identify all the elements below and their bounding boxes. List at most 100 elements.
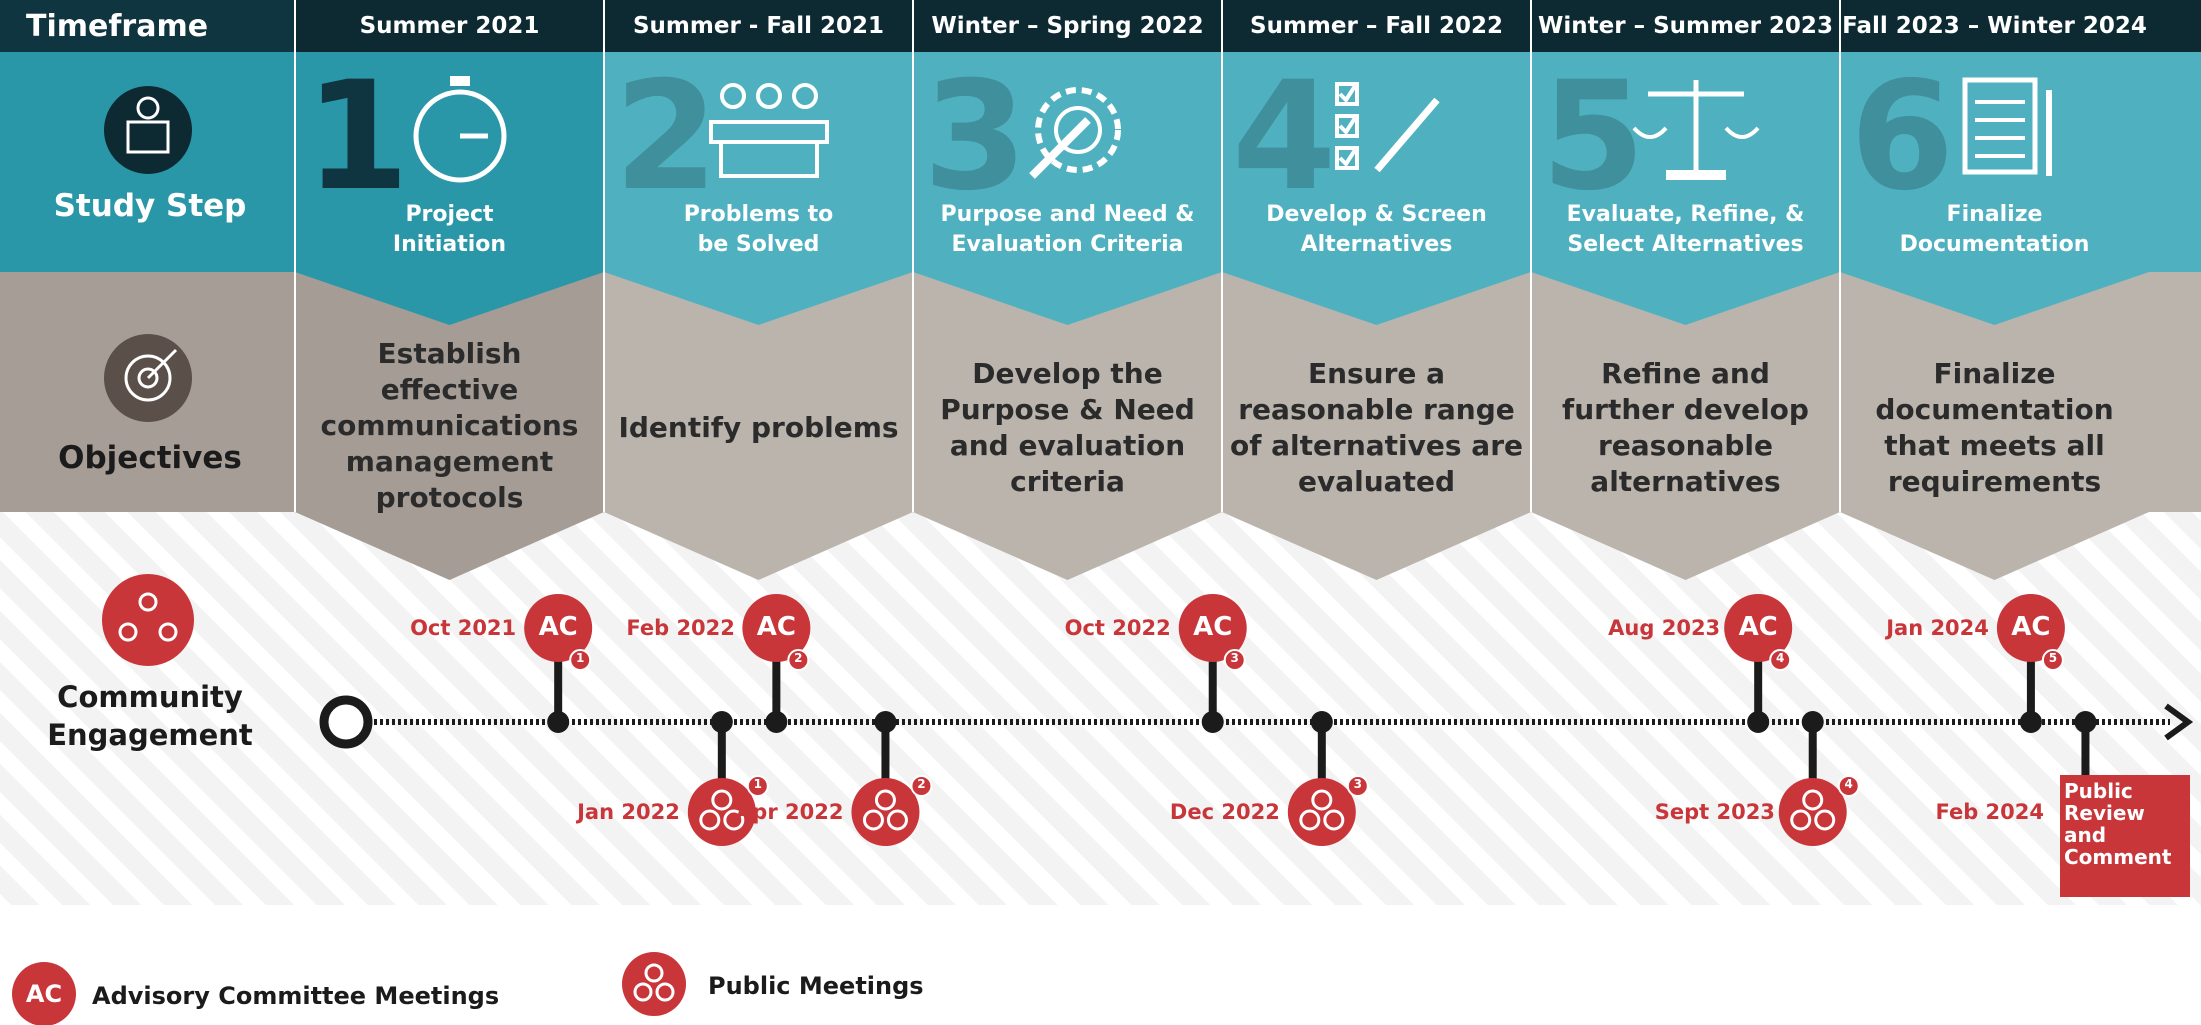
public-review-line: Comment xyxy=(2064,845,2172,869)
ac-badge-label-4: AC xyxy=(1738,612,1778,642)
ac-number-bubble-1 xyxy=(569,649,592,671)
people-icon-3-3 xyxy=(1323,809,1345,831)
ac-dot-5 xyxy=(2019,711,2042,733)
legend-ac-label: Advisory Committee Meetings xyxy=(92,982,500,1010)
step-chevron-2 xyxy=(604,52,913,325)
ac-dot-3 xyxy=(1201,711,1224,733)
pm-date-2: Apr 2022 xyxy=(736,800,844,824)
scale-pan-right xyxy=(1724,126,1760,139)
ac-number-bubble-2 xyxy=(787,649,810,671)
step-title-line: Problems to xyxy=(683,202,834,227)
people-icon-1-1 xyxy=(711,789,733,811)
objective-line: management xyxy=(345,445,554,478)
pm-number-2: 2 xyxy=(917,777,926,791)
pencil-shaft xyxy=(1374,97,1440,173)
step-title-line: Select Alternatives xyxy=(1567,232,1804,257)
people-icon-1-2 xyxy=(699,809,721,831)
timeframe-5: Winter – Summer 2023 xyxy=(1538,13,1833,39)
document-pen-icon xyxy=(1962,77,2052,176)
pm-date-3: Dec 2022 xyxy=(1169,800,1280,824)
checkmark-3 xyxy=(1338,148,1357,168)
gear-wrench-icon xyxy=(1029,87,1121,179)
target-center-icon xyxy=(137,367,159,389)
legend-people-icon-1 xyxy=(644,963,664,983)
objective-chevron-2 xyxy=(604,272,913,580)
header-label-cell xyxy=(0,0,295,52)
ac-badge-5 xyxy=(1996,594,2065,662)
target-icon xyxy=(124,354,172,402)
checklist-pencil-icon xyxy=(1335,82,1440,173)
person-icon-top xyxy=(138,592,158,612)
ac-dot-1 xyxy=(547,711,570,733)
pm-number-bubble-4 xyxy=(1837,775,1860,797)
step-title-5: Evaluate, Refine, &Select Alternatives xyxy=(1531,200,1840,260)
public-review-date: Feb 2024 xyxy=(1935,800,2044,824)
step-title-line: Documentation xyxy=(1899,232,2090,257)
checkbox-2 xyxy=(1335,114,1359,138)
step-title-line: be Solved xyxy=(697,232,820,257)
objective-line: Ensure a xyxy=(1307,357,1446,390)
people-icon-4-2 xyxy=(1790,809,1812,831)
pm-number-1: 1 xyxy=(753,777,762,791)
pm-dot-1 xyxy=(710,711,733,733)
people-icon-4-3 xyxy=(1814,809,1836,831)
community-engagement-line-2: Engagement xyxy=(47,718,253,752)
objective-line: communications xyxy=(320,409,579,442)
checkbox-1 xyxy=(1335,82,1359,106)
edge-taupe-panel xyxy=(2149,272,2201,512)
timeframe-3: Winter – Spring 2022 xyxy=(931,13,1204,39)
ac-badge-label-5: AC xyxy=(2011,612,2051,642)
public-review-line: Public xyxy=(2064,779,2133,803)
people-icon-2-3 xyxy=(886,809,908,831)
pm-date-1: Jan 2022 xyxy=(577,800,680,824)
objective-chevron-4 xyxy=(1222,272,1531,580)
objective-chevron-5 xyxy=(1531,272,1840,580)
step-chevron-1 xyxy=(295,52,604,325)
person-head-2 xyxy=(756,83,782,109)
ac-date-3: Oct 2022 xyxy=(1064,616,1171,640)
objective-line: Establish xyxy=(377,337,522,370)
objective-line: documentation xyxy=(1875,393,2114,426)
objective-line: evaluated xyxy=(1298,465,1455,498)
legend-ac-badge-label: AC xyxy=(25,980,63,1008)
step-title-3: Purpose and Need & Evaluation Criteria xyxy=(913,200,1222,260)
scale-base xyxy=(1666,170,1726,180)
ac-number-3: 3 xyxy=(1230,651,1239,665)
objective-line: Develop the xyxy=(972,357,1163,390)
stopwatch-face xyxy=(413,89,507,183)
step-chevron-5 xyxy=(1531,52,1840,325)
study-step-icon xyxy=(104,86,192,174)
step-title-line: Purpose and Need & xyxy=(940,202,1195,227)
community-engagement-icon xyxy=(102,574,194,666)
public-review-box xyxy=(2060,775,2190,897)
public-meeting-icon-4 xyxy=(1778,778,1847,846)
public-meeting-icon-3 xyxy=(1287,778,1356,846)
pm-number-4: 4 xyxy=(1844,777,1853,791)
public-review-line: and xyxy=(2064,823,2107,847)
step-title-line: Alternatives xyxy=(1300,232,1453,257)
objective-text-2: Identify problems xyxy=(604,410,913,446)
objective-chevron-1 xyxy=(295,272,604,580)
step-title-line: Project xyxy=(405,202,494,227)
legend-ac-badge xyxy=(12,962,76,1025)
ac-date-4: Aug 2023 xyxy=(1608,616,1721,640)
step-number-6: 6 xyxy=(1850,50,1955,224)
people-icon-4-1 xyxy=(1802,789,1824,811)
people-icon-1-3 xyxy=(723,809,745,831)
step-title-line: Evaluation Criteria xyxy=(951,232,1184,257)
ac-badge-label-3: AC xyxy=(1193,612,1233,642)
checkmark-2 xyxy=(1338,116,1357,136)
ac-badge-4 xyxy=(1724,594,1793,662)
legend-people-icon-2 xyxy=(633,982,653,1002)
step-number-1: 1 xyxy=(305,50,410,224)
objective-line: further develop xyxy=(1562,393,1809,426)
timeframe-6: Fall 2023 – Winter 2024 xyxy=(1842,13,2147,39)
step-number-5: 5 xyxy=(1541,50,1646,224)
timeframe-4: Summer – Fall 2022 xyxy=(1250,13,1503,39)
header-bar xyxy=(0,0,2201,52)
